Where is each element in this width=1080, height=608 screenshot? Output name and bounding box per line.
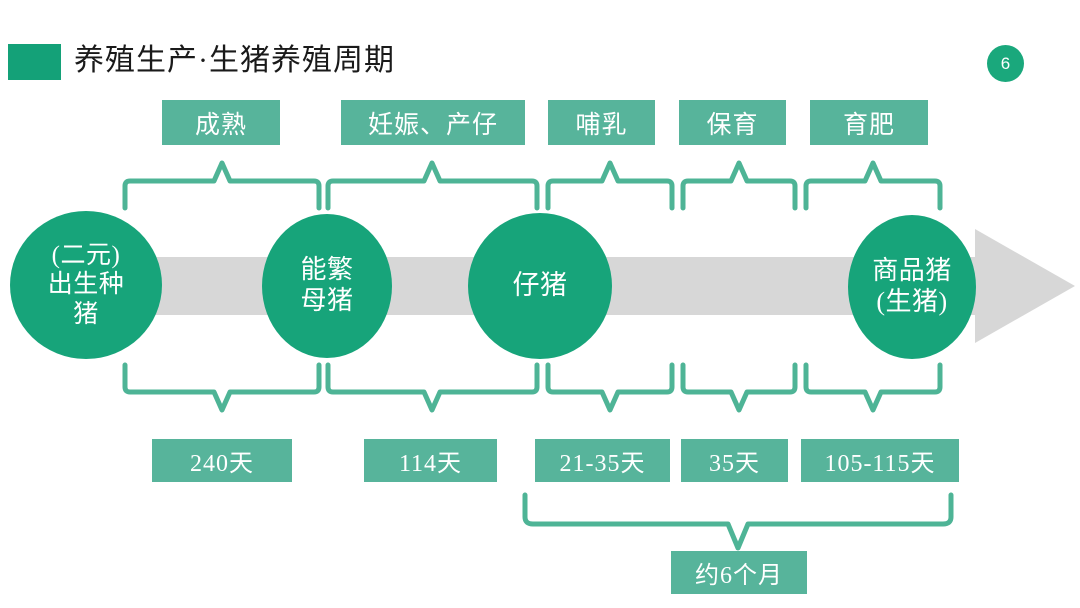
phase-chip-lactation[interactable]: 哺乳 — [548, 100, 655, 145]
duration-chip-label: 114天 — [398, 451, 463, 477]
bottom-bracket-nursery — [680, 362, 798, 413]
phase-chip-label: 保育 — [706, 111, 759, 139]
stage-label-line: (二元) — [51, 241, 121, 269]
duration-chip-lactation[interactable]: 21-35天 — [535, 439, 670, 482]
stage-label-line: 母猪 — [300, 286, 354, 315]
duration-chip-label: 240天 — [190, 451, 254, 477]
duration-chip-label: 35天 — [709, 451, 760, 477]
stage-label-line: 商品猪 — [872, 256, 952, 286]
phase-chip-fattening[interactable]: 育肥 — [810, 100, 928, 145]
top-bracket-lactation — [545, 160, 675, 211]
phase-chip-maturity[interactable]: 成熟 — [162, 100, 280, 145]
duration-chip-maturity[interactable]: 240天 — [152, 439, 292, 482]
stage-label-line: 出生种 — [47, 271, 125, 299]
stage-circle-market-hog[interactable]: 商品猪 (生猪) — [848, 215, 976, 359]
top-bracket-fattening — [803, 160, 943, 211]
top-bracket-gestation — [325, 160, 540, 211]
phase-chip-label: 妊娠、产仔 — [367, 111, 498, 139]
stage-label-line: (生猪) — [876, 287, 948, 316]
bottom-bracket-gestation — [325, 362, 540, 413]
summary-chip-total-duration[interactable]: 约6个月 — [671, 551, 807, 594]
page-number-badge: 6 — [987, 45, 1024, 82]
flow-arrow-head-icon — [975, 229, 1075, 343]
phase-chip-label: 成熟 — [194, 111, 247, 139]
page-title: 养殖生产·生猪养殖周期 — [74, 44, 395, 77]
duration-chip-gestation[interactable]: 114天 — [364, 439, 497, 482]
bottom-bracket-lactation — [545, 362, 675, 413]
phase-chip-nursery[interactable]: 保育 — [679, 100, 786, 145]
summary-bracket — [522, 492, 954, 551]
phase-chip-label: 哺乳 — [575, 111, 628, 139]
phase-chip-gestation-farrowing[interactable]: 妊娠、产仔 — [341, 100, 525, 145]
title-marker — [8, 44, 61, 80]
stage-label-line: 能繁 — [300, 255, 354, 285]
duration-chip-fattening[interactable]: 105-115天 — [801, 439, 959, 482]
stage-label-line: 猪 — [73, 300, 99, 328]
top-bracket-nursery — [680, 160, 798, 211]
top-bracket-maturity — [122, 160, 322, 211]
bottom-bracket-fattening — [803, 362, 943, 413]
stage-circle-birth-breeding-pig[interactable]: (二元) 出生种 猪 — [10, 211, 162, 359]
duration-chip-label: 21-35天 — [559, 451, 646, 477]
summary-chip-label: 约6个月 — [695, 563, 783, 589]
phase-chip-label: 育肥 — [842, 111, 895, 139]
bottom-bracket-maturity — [122, 362, 322, 413]
duration-chip-nursery[interactable]: 35天 — [681, 439, 788, 482]
stage-label-line: 仔猪 — [512, 270, 568, 301]
duration-chip-label: 105-115天 — [824, 451, 936, 477]
stage-circle-breeding-sow[interactable]: 能繁 母猪 — [262, 214, 392, 358]
stage-circle-piglet[interactable]: 仔猪 — [468, 213, 612, 359]
